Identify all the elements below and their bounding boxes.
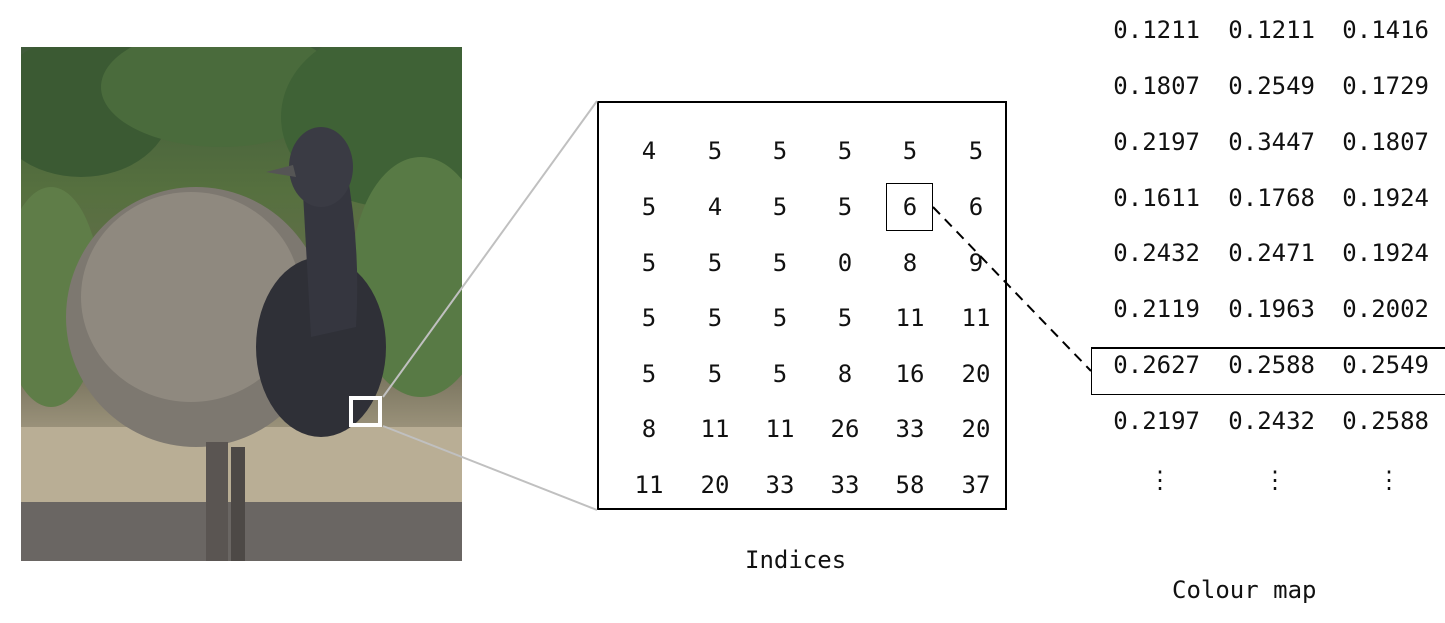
index-cell: 0 bbox=[837, 249, 853, 277]
highlighted-index-cell bbox=[886, 183, 933, 231]
index-cell: 5 bbox=[772, 137, 788, 165]
colour-map-value: 0.3447 bbox=[1228, 128, 1315, 156]
colour-map-value: 0.2588 bbox=[1228, 351, 1315, 379]
index-cell: 58 bbox=[895, 471, 925, 499]
index-cell: 33 bbox=[895, 415, 925, 443]
colour-map-value: 0.1768 bbox=[1228, 184, 1315, 212]
dashed-link-line bbox=[932, 206, 1092, 372]
index-cell: 6 bbox=[902, 193, 918, 221]
index-cell: 20 bbox=[961, 415, 991, 443]
index-cell: 4 bbox=[641, 137, 657, 165]
index-cell: 5 bbox=[641, 360, 657, 388]
index-cell: 33 bbox=[830, 471, 860, 499]
index-cell: 8 bbox=[902, 249, 918, 277]
index-cell: 8 bbox=[837, 360, 853, 388]
colour-map-value: 0.2549 bbox=[1342, 351, 1429, 379]
index-cell: 11 bbox=[895, 304, 925, 332]
index-cell: 11 bbox=[765, 415, 795, 443]
index-cell: 20 bbox=[961, 360, 991, 388]
index-cell: 5 bbox=[837, 137, 853, 165]
index-cell: 5 bbox=[772, 304, 788, 332]
colour-map-value: 0.1807 bbox=[1113, 72, 1200, 100]
index-cell: 5 bbox=[641, 249, 657, 277]
index-cell: 5 bbox=[641, 193, 657, 221]
photo-highlight-box bbox=[349, 396, 382, 427]
index-cell: 8 bbox=[641, 415, 657, 443]
ellipsis-dots: ⋮ bbox=[1377, 466, 1401, 494]
index-cell: 11 bbox=[634, 471, 664, 499]
colour-map-value: 0.2119 bbox=[1113, 295, 1200, 323]
colour-map-value: 0.2627 bbox=[1113, 351, 1200, 379]
colour-map-label: Colour map bbox=[1172, 576, 1317, 604]
colour-map-value: 0.2588 bbox=[1342, 407, 1429, 435]
index-cell: 5 bbox=[772, 193, 788, 221]
index-cell: 26 bbox=[830, 415, 860, 443]
emu-photo bbox=[21, 47, 462, 561]
colour-map-value: 0.1807 bbox=[1342, 128, 1429, 156]
index-cell: 5 bbox=[707, 304, 723, 332]
colour-map-value: 0.2549 bbox=[1228, 72, 1315, 100]
index-cell: 9 bbox=[968, 249, 984, 277]
colour-map-value: 0.2471 bbox=[1228, 239, 1315, 267]
highlighted-colour-map-row bbox=[1091, 347, 1445, 395]
index-cell: 5 bbox=[837, 193, 853, 221]
colour-map-value: 0.1211 bbox=[1228, 16, 1315, 44]
colour-map-value: 0.2197 bbox=[1113, 128, 1200, 156]
index-cell: 11 bbox=[961, 304, 991, 332]
index-cell: 5 bbox=[837, 304, 853, 332]
index-cell: 37 bbox=[961, 471, 991, 499]
colour-map-value: 0.1211 bbox=[1113, 16, 1200, 44]
index-cell: 33 bbox=[765, 471, 795, 499]
index-cell: 5 bbox=[641, 304, 657, 332]
index-cell: 11 bbox=[700, 415, 730, 443]
index-cell: 20 bbox=[700, 471, 730, 499]
index-cell: 5 bbox=[902, 137, 918, 165]
index-cell: 5 bbox=[772, 249, 788, 277]
colour-map-value: 0.1924 bbox=[1342, 184, 1429, 212]
ellipsis-dots: ⋮ bbox=[1148, 466, 1172, 494]
index-cell: 5 bbox=[707, 249, 723, 277]
ellipsis-dots: ⋮ bbox=[1263, 466, 1287, 494]
zoom-line-top bbox=[382, 100, 598, 398]
colour-map-value: 0.2197 bbox=[1113, 407, 1200, 435]
index-cell: 5 bbox=[707, 360, 723, 388]
index-cell: 6 bbox=[968, 193, 984, 221]
index-cell: 4 bbox=[707, 193, 723, 221]
colour-map-value: 0.1963 bbox=[1228, 295, 1315, 323]
index-cell: 5 bbox=[968, 137, 984, 165]
colour-map-value: 0.1924 bbox=[1342, 239, 1429, 267]
colour-map-value: 0.2432 bbox=[1228, 407, 1315, 435]
zoom-line-bottom bbox=[382, 425, 598, 511]
colour-map-value: 0.1729 bbox=[1342, 72, 1429, 100]
colour-map-value: 0.2432 bbox=[1113, 239, 1200, 267]
indices-label: Indices bbox=[745, 546, 847, 574]
index-cell: 5 bbox=[772, 360, 788, 388]
colour-map-value: 0.1611 bbox=[1113, 184, 1200, 212]
index-cell: 16 bbox=[895, 360, 925, 388]
colour-map-value: 0.2002 bbox=[1342, 295, 1429, 323]
index-cell: 5 bbox=[707, 137, 723, 165]
colour-map-value: 0.1416 bbox=[1342, 16, 1429, 44]
